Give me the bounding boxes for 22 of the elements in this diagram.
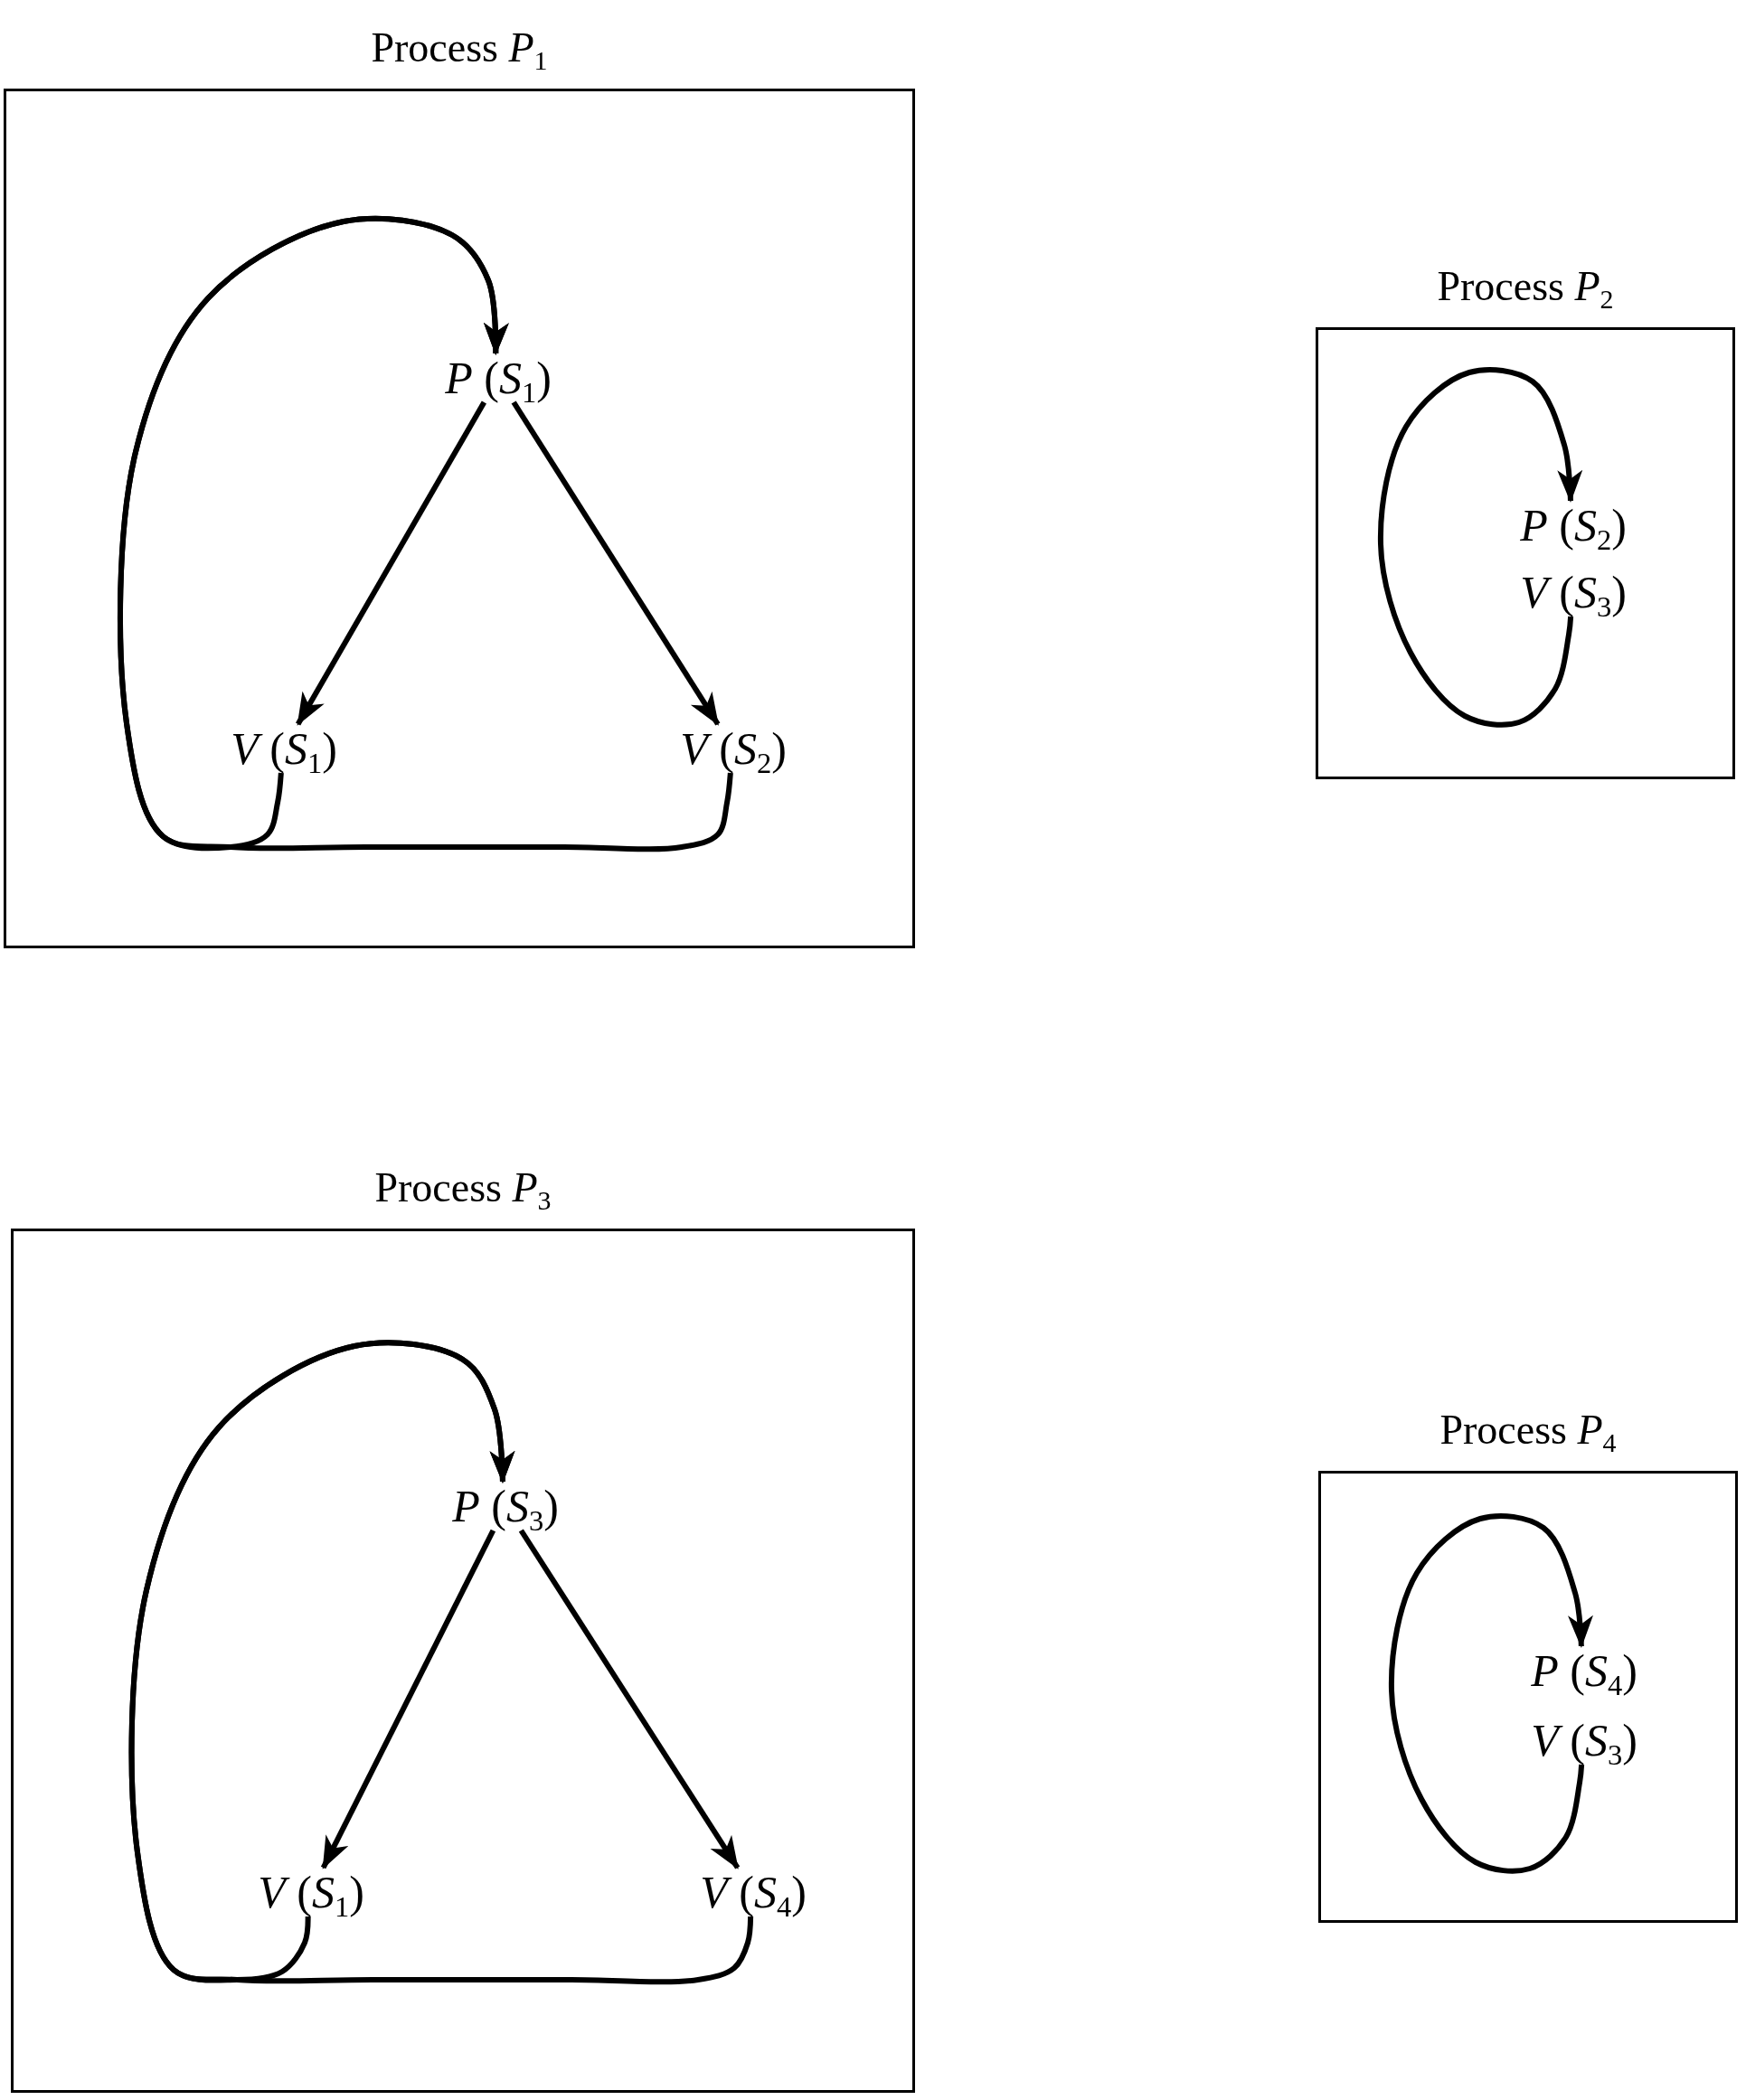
operation-label: P (S$_{1}$) (441, 353, 555, 402)
process-heading: Process P$_{2}$ (1437, 264, 1614, 310)
process-heading: Process P$_{3}$ (374, 1165, 552, 1211)
operation-label: V (S$_{3}$) (1516, 568, 1630, 617)
arrow (1377, 366, 1583, 728)
process-heading: Process P$_{4}$ (1439, 1408, 1617, 1454)
arrow (511, 400, 721, 726)
arrow (128, 1340, 754, 1985)
operation-label: P (S$_{2}$) (1516, 501, 1630, 550)
operation-label: V (S$_{2}$) (676, 724, 790, 773)
arrow (1388, 1512, 1593, 1874)
process-heading: Process P$_{1}$ (371, 25, 548, 71)
operation-label: V (S$_{1}$) (227, 724, 341, 773)
operation-label: V (S$_{4}$) (696, 1868, 810, 1916)
arrow (320, 1529, 496, 1869)
arrow (518, 1529, 741, 1869)
operation-label: V (S$_{1}$) (254, 1868, 368, 1916)
operation-label: P (S$_{3}$) (448, 1482, 562, 1530)
arrow (296, 400, 486, 726)
operation-label: P (S$_{4}$) (1527, 1646, 1641, 1695)
arrow (118, 215, 733, 852)
operation-label: V (S$_{3}$) (1527, 1716, 1641, 1765)
